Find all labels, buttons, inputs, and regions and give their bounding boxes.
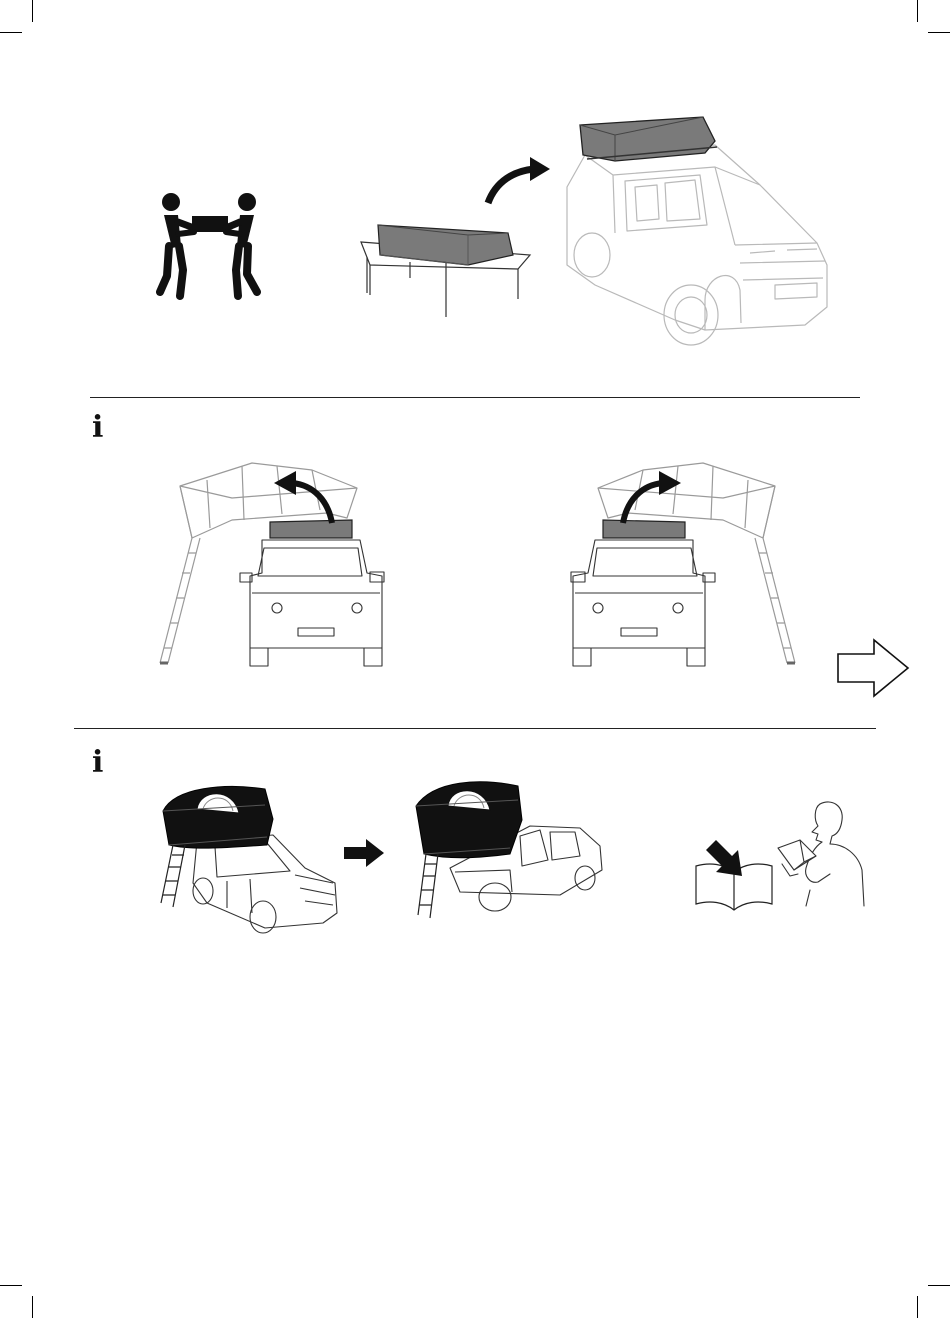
info-icon: i [92, 748, 103, 778]
transition-arrow-icon [342, 838, 386, 868]
crop-mark [32, 0, 33, 22]
open-arrow-right-icon [615, 463, 685, 525]
info-icon: i [92, 413, 103, 443]
car-with-roof-tent [555, 115, 840, 350]
crop-mark [917, 1296, 918, 1318]
crop-mark [917, 0, 918, 22]
next-page-arrow-icon[interactable] [836, 638, 910, 698]
open-arrow-left-icon [270, 463, 340, 525]
lift-arrow-icon [482, 155, 554, 207]
crop-mark [928, 1285, 950, 1286]
crop-mark [0, 32, 22, 33]
section-divider [90, 397, 860, 398]
person-reading-manual [770, 798, 870, 908]
two-person-lift-icon [150, 188, 270, 308]
car-tent-deployed-rear [410, 780, 610, 920]
crop-mark [0, 1285, 22, 1286]
open-book-icon [692, 838, 776, 914]
car-tent-deployed-front [155, 783, 340, 938]
section-divider [74, 728, 876, 729]
crop-mark [32, 1296, 33, 1318]
crop-mark [928, 32, 950, 33]
tent-box-on-table [358, 215, 538, 325]
